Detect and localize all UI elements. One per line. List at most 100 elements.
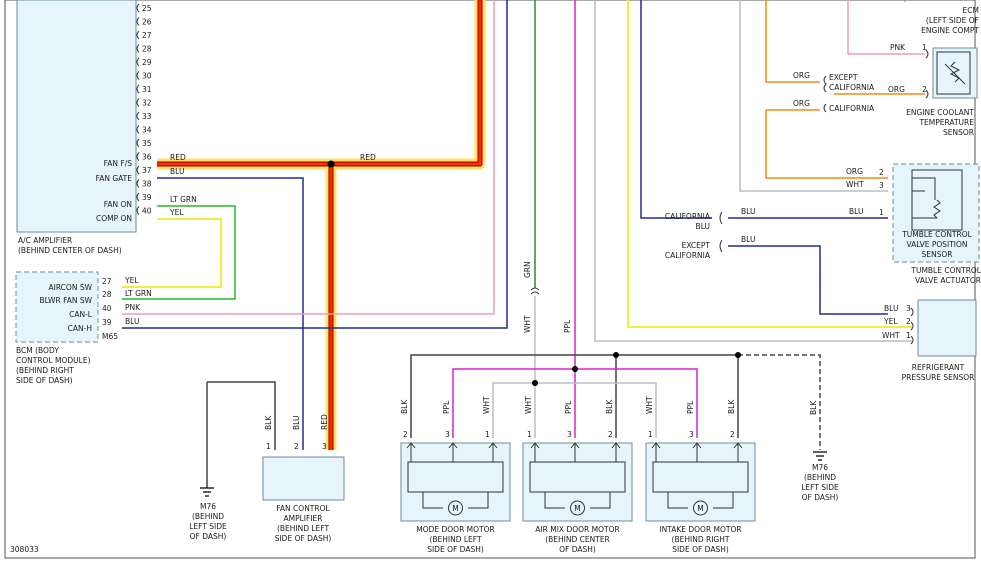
bcm-pin-can-l: CAN-L [69,310,93,319]
motor-wire-label: PPL [442,400,451,414]
wire-label-red-mid: RED [360,153,376,162]
ac-pin-connector-26 [136,17,140,26]
wire-label-tumble-wht: WHT [846,180,864,189]
wire-label-org-3: ORG [888,85,905,94]
wire-label-bcm-pnk: PNK [125,303,141,312]
ac-pin-31: 31 [142,85,152,94]
motor-caption: INTAKE DOOR MOTOR [659,525,741,534]
ect-ca: CALIFORNIA [829,104,875,113]
yel-comp-on-wire [122,218,222,288]
ac-pin-connector-37 [136,165,140,175]
motor-icon [570,500,585,516]
ac-pin-32: 32 [142,99,152,108]
motor-pin-arrow [611,442,621,449]
refrig-pin-2: 2 [906,317,911,326]
ground-right-caption-1: M76 [812,463,828,472]
motor-wire-label: BLK [605,399,614,414]
tumble-pin-3: 3 [879,181,884,190]
ac-pin-29: 29 [142,58,152,67]
motor-pin-arrow [530,442,540,449]
ac-pin-39: 39 [142,193,152,202]
org-ect-ca-wire [765,109,888,179]
motor-pin-number: 2 [730,430,735,439]
wire-label-org-2: ORG [793,99,810,108]
ecm-location-1: (LEFT SIDE OF [926,16,979,25]
ac-pin-28: 28 [142,45,152,54]
wire-label-tumble-blu-1: BLU [741,207,755,216]
wht-splice [532,380,538,386]
fan-pin-1: 1 [266,442,271,451]
door-motor-leads [544,492,611,509]
wire-label-tumble-blu-2: BLU [849,207,863,216]
bcm-caption-1: BCM (BODY [16,346,59,355]
ac-amplifier-box [16,0,137,233]
ac-pin-37: 37 [142,166,152,175]
blu-tumble-ca-wire [640,0,712,219]
ac-pin-33: 33 [142,112,152,121]
grn-connector [530,287,540,295]
bcm-connector-id: M65 [102,332,118,341]
wire-label-ppl-trunk: PPL [563,319,572,333]
wire-label-ect-pnk: PNK [890,43,906,52]
ect-except-ca-1: EXCEPT [829,73,858,82]
motor-wire-label: WHT [645,396,654,414]
ac-amplifier-caption: A/C AMPLIFIER [18,236,72,245]
bcm-pin-can-h: CAN-H [68,324,92,333]
ac-pin-25: 25 [142,4,152,13]
tumble-split-ca-1: CALIFORNIA [665,212,711,221]
ecm-location-2: ENGINE COMPT [921,26,979,35]
motor-wire-label: WHT [482,396,491,414]
fan-pin-2: 2 [294,442,299,451]
motor-caption: (BEHIND LEFT [429,535,482,544]
bcm-pin-num-39: 39 [102,318,112,327]
ground-right-caption-4: OF DASH) [802,493,839,502]
motor-symbol-label: M [452,504,458,513]
motor-pin-number: 3 [445,430,450,439]
bcm-box [15,271,99,343]
motor-caption: SIDE OF DASH) [427,545,484,554]
ac-pin-connector-31 [136,84,140,94]
ect-pin-1: 1 [922,43,927,52]
tumble-pin-1: 1 [879,208,884,217]
motor-caption: AIR MIX DOOR MOTOR [535,525,619,534]
tumble-control-valve: 2 3 1 TUMBLE CONTROL VALVE POSITION SENS… [879,163,981,285]
fan-ctrl-caption-3: (BEHIND LEFT [277,524,330,533]
wire-label-tumble-org: ORG [846,167,863,176]
ground-right: BLK M76 (BEHIND LEFT SIDE OF DASH) [801,400,839,502]
motor-wire-label: BLK [727,399,736,414]
ect-caption-2: TEMPERATURE [918,118,974,127]
motor-pin-number: 2 [403,430,408,439]
blu-fan-gate-wire [157,177,304,450]
ground-right-caption-2: (BEHIND [804,473,836,482]
red-splice-dot [327,160,335,168]
motor-icon [448,500,463,516]
motor-caption: (BEHIND RIGHT [672,535,730,544]
ect-caption-3: SENSOR [943,128,974,137]
wht-tumble-wire [739,0,888,192]
ground-left-caption-1: M76 [200,502,216,511]
org-ect-except-ca-wire [765,0,820,83]
ac-pin-connector-27 [136,30,140,40]
can-l-pnk-wire [122,0,495,315]
motor-pin-number: 3 [689,430,694,439]
tumble-split-ca-2: BLU [696,222,710,231]
ac-pin-connector-35 [136,138,140,148]
refrig-pin-1: 1 [906,331,911,340]
fan-control-amplifier: BLK BLU RED 1 2 3 FAN CONTROL AMPLIFIER … [206,381,345,543]
ground-left-caption-2: (BEHIND [192,512,224,521]
refrig-sensor-box [917,299,977,357]
motor-caption: OF DASH) [559,545,596,554]
fan-control-box [262,456,345,501]
bcm-caption-2: CONTROL MODULE) [16,356,91,365]
ac-pin-38: 38 [142,180,152,189]
ac-pin-connector-29 [136,57,140,67]
tumble-pin-2: 2 [879,168,884,177]
wht-refrig-wire [594,0,912,342]
door-motor-inner [652,461,749,493]
wire-label-refrig-yel: YEL [883,317,898,326]
wht-bus-wire [492,382,657,438]
ect-split-brace [823,75,827,113]
motor-icon [693,500,708,516]
